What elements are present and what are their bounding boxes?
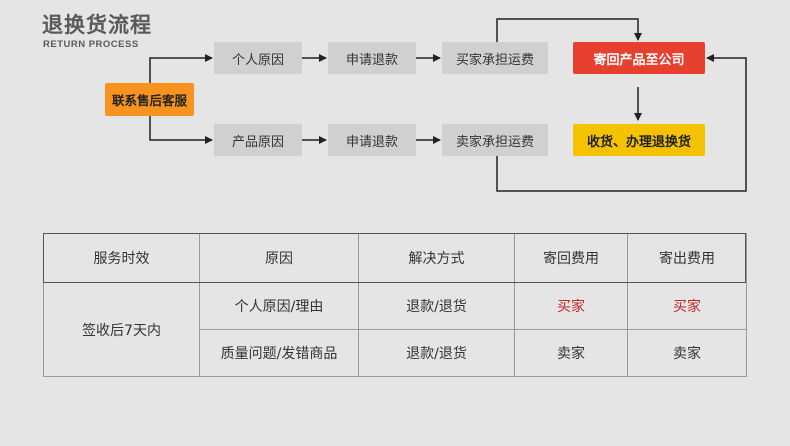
loop-bottom-line bbox=[496, 54, 747, 192]
branch-bottom-line bbox=[149, 116, 213, 144]
table-row: 质量问题/发错商品 退款/退货 卖家 卖家 bbox=[44, 329, 747, 377]
product-reason-box: 产品原因 bbox=[214, 124, 302, 156]
send-fee-cell: 买家 bbox=[627, 282, 747, 330]
return-fee-cell: 卖家 bbox=[514, 329, 628, 377]
return-policy-table: 服务时效 原因 解决方式 寄回费用 寄出费用 签收后7天内 个人原因/理由 退款… bbox=[43, 233, 747, 377]
page-title: 退换货流程 bbox=[42, 13, 152, 37]
header-return-fee: 寄回费用 bbox=[514, 233, 628, 283]
table-row: 签收后7天内 个人原因/理由 退款/退货 买家 买家 bbox=[43, 282, 747, 377]
seller-shipping-box: 卖家承担运费 bbox=[442, 124, 548, 156]
reason-cell: 质量问题/发错商品 bbox=[199, 329, 359, 377]
ship-back-box: 寄回产品至公司 bbox=[573, 42, 705, 74]
header-solution: 解决方式 bbox=[358, 233, 515, 283]
receive-exchange-box: 收货、办理退换货 bbox=[573, 124, 705, 156]
branch-top-line bbox=[149, 54, 213, 83]
header-send-fee: 寄出费用 bbox=[627, 233, 747, 283]
period-cell: 签收后7天内 bbox=[43, 282, 200, 377]
header-reason: 原因 bbox=[199, 233, 359, 283]
apply-refund-box-top: 申请退款 bbox=[328, 42, 416, 74]
table-header-row: 服务时效 原因 解决方式 寄回费用 寄出费用 bbox=[43, 233, 747, 283]
reason-cell: 个人原因/理由 bbox=[199, 282, 359, 330]
return-fee-cell: 买家 bbox=[514, 282, 628, 330]
buyer-shipping-box: 买家承担运费 bbox=[442, 42, 548, 74]
solution-cell: 退款/退货 bbox=[358, 329, 515, 377]
send-fee-cell: 卖家 bbox=[627, 329, 747, 377]
page-subtitle: RETURN PROCESS bbox=[43, 39, 139, 50]
apply-refund-box-bottom: 申请退款 bbox=[328, 124, 416, 156]
loop-top-line bbox=[496, 18, 642, 42]
header-period: 服务时效 bbox=[43, 233, 200, 283]
flow-connectors bbox=[149, 18, 747, 192]
personal-reason-box: 个人原因 bbox=[214, 42, 302, 74]
solution-cell: 退款/退货 bbox=[358, 282, 515, 330]
contact-service-box: 联系售后客服 bbox=[105, 83, 194, 116]
